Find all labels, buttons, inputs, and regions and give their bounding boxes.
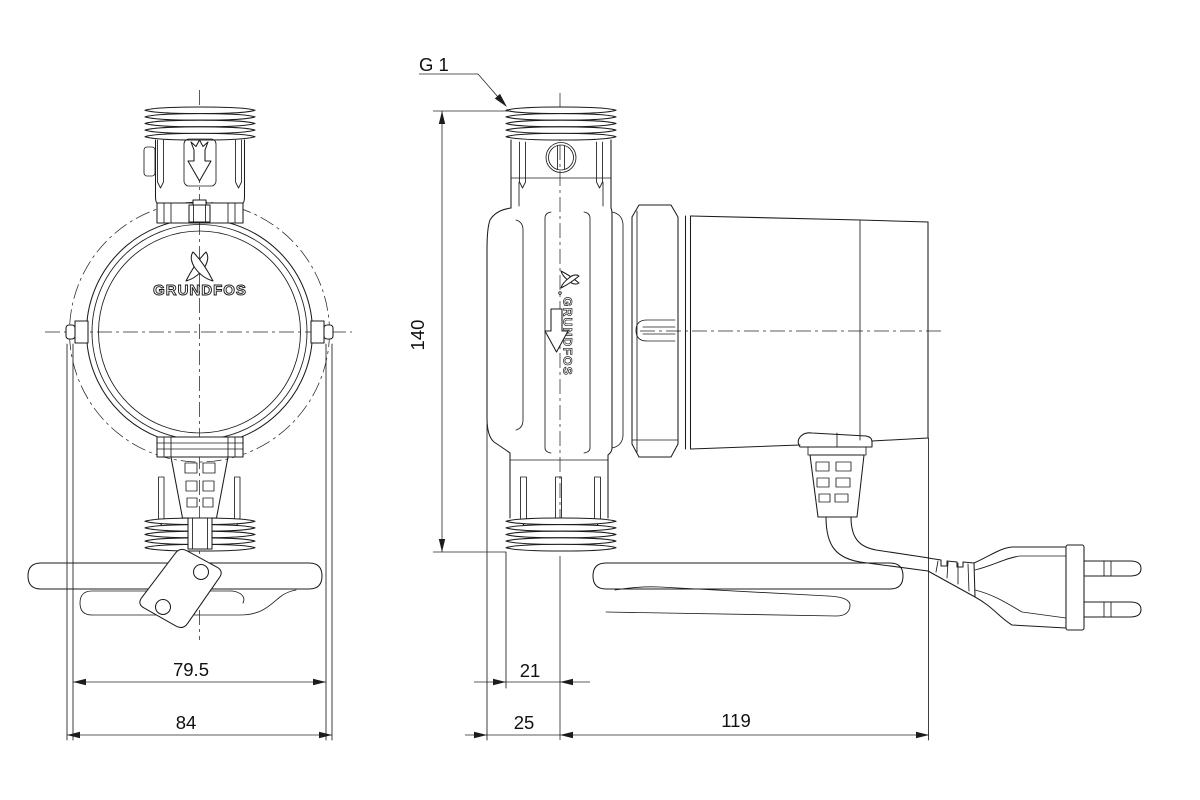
motor-housing <box>684 215 929 450</box>
plug-pin <box>1083 560 1142 577</box>
mounting-straps <box>66 343 333 741</box>
terminal-flange <box>631 204 679 458</box>
dimension-width-outer: 84 <box>67 712 332 739</box>
side-pipe <box>592 562 904 617</box>
dim-119-label: 119 <box>721 710 751 731</box>
grundfos-logo-side: GRUNDFOS <box>558 270 580 376</box>
front-valve-head <box>143 138 246 204</box>
dim-140-label: 140 <box>407 320 428 351</box>
clamp-top-boss <box>156 199 244 224</box>
side-center-lines <box>559 93 945 553</box>
cable-gland <box>797 432 873 518</box>
dimension-body-offset: 25 119 <box>465 710 929 739</box>
side-top-thread <box>505 106 617 141</box>
dim-84-label: 84 <box>176 712 197 733</box>
dim-21-label: 21 <box>520 660 541 681</box>
front-bottom-thread <box>144 517 256 552</box>
front-pipe <box>27 562 323 616</box>
dim-79-5-label: 79.5 <box>173 659 209 680</box>
power-cable <box>825 516 930 572</box>
brand-text-front: GRUNDFOS <box>153 282 247 299</box>
pump-body-side <box>486 207 624 456</box>
plug-pin <box>1083 601 1142 618</box>
power-plug <box>927 544 1142 631</box>
grundfos-x-icon <box>190 251 214 282</box>
thread-callout: G 1 <box>419 54 507 107</box>
side-extension-lines <box>486 423 929 741</box>
thread-size-label: G 1 <box>419 54 449 75</box>
brand-text-side: GRUNDFOS <box>561 297 575 376</box>
mounting-bracket <box>139 548 222 629</box>
grundfos-x-icon <box>560 274 580 289</box>
side-bottom-port <box>505 452 617 552</box>
front-view: GRUNDFOS <box>27 90 352 741</box>
side-bosses <box>65 320 334 344</box>
flow-arrow-icon <box>187 139 212 182</box>
dimension-port-offset: 21 <box>474 660 590 686</box>
flow-direction-arrow-icon <box>544 308 569 353</box>
side-valve-head <box>510 139 612 209</box>
side-view: GRUNDFOS <box>407 54 1142 741</box>
clamp-bottom-boss <box>156 436 244 458</box>
dim-25-label: 25 <box>514 712 535 733</box>
front-top-thread <box>144 106 256 141</box>
dimension-height: 140 <box>407 110 511 553</box>
grundfos-logo-front: GRUNDFOS <box>153 251 247 299</box>
dimension-width-inner: 79.5 <box>73 659 326 686</box>
